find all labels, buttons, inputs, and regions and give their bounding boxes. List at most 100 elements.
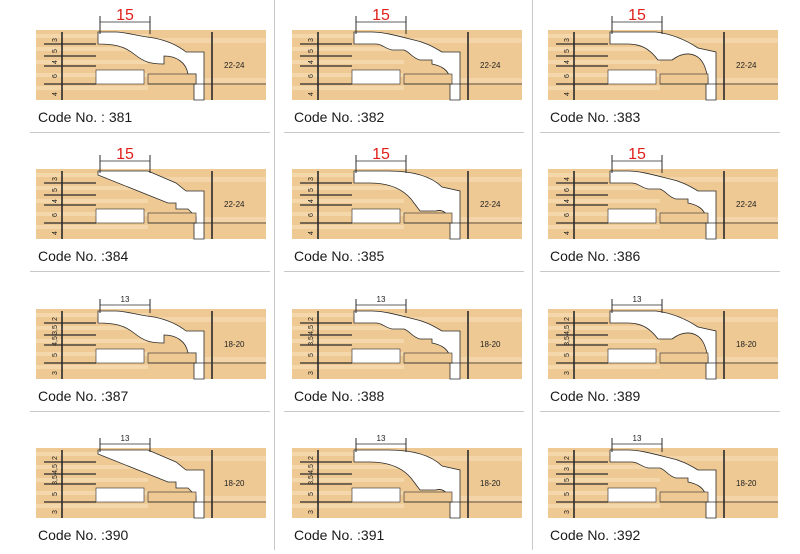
layer-thickness-label: 4 [564,60,571,64]
tongue [659,73,709,85]
layer-thickness-label: 4 [564,177,571,181]
wood-grain [548,199,708,203]
thickness-range-label: 18-20 [224,340,245,349]
layer-thickness-label: 4 [52,199,59,203]
wood-grain [404,177,522,182]
layer-thickness-label: 5 [52,492,59,496]
wood-grain [36,339,196,343]
wood-grain [660,38,778,43]
tongue-slot [607,208,657,224]
layer-thickness-label: 4 [308,231,315,235]
wood-grain [292,86,452,90]
row-divider [540,411,780,412]
wood-grain [292,365,452,369]
tongue [147,352,197,364]
layer-thickness-label: 3,5 [308,336,315,346]
profile-code-label: Code No. :390 [38,527,129,543]
width-dimension-label: 13 [377,434,386,443]
wood-grain [148,357,266,362]
layer-thickness-label: 4,5 [52,336,59,346]
wood-grain [36,186,196,190]
thickness-range-label: 18-20 [736,340,757,349]
tongue [403,212,453,224]
wood-grain [660,217,778,222]
wood-grain [292,186,452,190]
layer-thickness-label: 5 [564,478,571,482]
width-dimension-label: 13 [121,295,130,304]
wood-grain [148,456,266,461]
wood-grain [548,186,708,190]
wood-grain [404,217,522,222]
row-divider [284,411,524,412]
wood-grain [404,357,522,362]
tongue-slot [95,69,145,85]
wood-grain [36,199,196,203]
tongue-slot [95,208,145,224]
layer-thickness-label: 3,5 [564,336,571,346]
width-dimension-label: 13 [121,434,130,443]
profile-code-label: Code No. : 381 [38,109,133,125]
wood-grain [36,326,196,330]
wood-grain [548,47,708,51]
layer-thickness-label: 6 [52,213,59,217]
tongue [659,491,709,503]
cutter-profile [609,170,717,240]
wood-grain [148,496,266,501]
tongue-slot [351,208,401,224]
layer-thickness-label: 3,5 [52,475,59,485]
wood-grain [148,317,266,322]
layer-thickness-label: 5 [564,49,571,53]
wood-grain [548,365,708,369]
tongue-slot [607,487,657,503]
wood-grain [36,225,196,229]
wood-grain [36,465,196,469]
layer-thickness-label: 6 [308,213,315,217]
profile-code-label: Code No. :384 [38,248,129,264]
layer-thickness-label: 4 [308,92,315,96]
row-divider [30,271,270,272]
row-divider [30,132,270,133]
layer-thickness-label: 6 [564,213,571,217]
layer-thickness-label: 3,5 [52,325,59,335]
layer-thickness-label: 2 [308,456,315,460]
wood-grain [548,339,708,343]
layer-thickness-label: 4 [308,199,315,203]
wood-grain [148,177,266,182]
wood-grain [292,465,452,469]
layer-thickness-label: 6 [52,74,59,78]
wood-grain [548,504,708,508]
wood-grain [148,38,266,43]
wood-grain [548,60,708,64]
layer-thickness-label: 3 [564,510,571,514]
row-divider [540,132,780,133]
layer-thickness-label: 2 [308,317,315,321]
wood-grain [292,339,452,343]
layer-thickness-label: 4,5 [308,325,315,335]
wood-grain [548,225,708,229]
width-dimension-label: 13 [377,295,386,304]
thickness-range-label: 22-24 [224,200,245,209]
thickness-range-label: 22-24 [736,61,757,70]
tongue-slot [351,487,401,503]
wood-grain [660,78,778,83]
profile-code-label: Code No. :387 [38,388,129,404]
profile-code-label: Code No. :389 [550,388,641,404]
layer-thickness-label: 3 [308,510,315,514]
layer-thickness-label: 5 [52,49,59,53]
width-dimension-label: 13 [633,434,642,443]
layer-thickness-label: 4 [564,199,571,203]
wood-grain [404,317,522,322]
layer-thickness-label: 5 [52,353,59,357]
wood-grain [404,38,522,43]
wood-grain [36,365,196,369]
tongue [147,73,197,85]
